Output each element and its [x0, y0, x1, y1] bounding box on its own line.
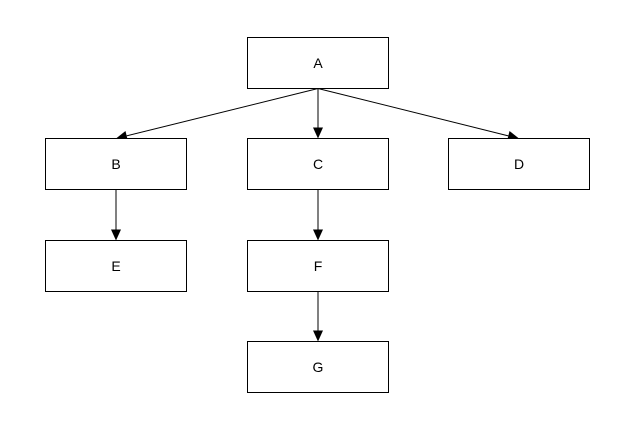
node-d-box [448, 138, 590, 190]
arrowhead-icon [313, 127, 323, 139]
edge-a-d [317, 88, 519, 141]
node-c-box [247, 138, 389, 190]
edge-a-b [116, 88, 319, 141]
node-d: D [448, 138, 590, 190]
node-c: C [247, 138, 389, 190]
edge-line [126, 88, 319, 137]
node-a: A [247, 37, 389, 89]
node-f-label: F [314, 258, 323, 274]
edges-layer [111, 88, 519, 342]
edge-f-g [313, 291, 323, 342]
node-g-label: G [313, 359, 324, 375]
node-d-label: D [514, 156, 524, 172]
node-e-label: E [111, 258, 120, 274]
arrowhead-icon [313, 229, 323, 241]
node-a-box [247, 37, 389, 89]
arrowhead-icon [313, 330, 323, 342]
node-g: G [247, 341, 389, 393]
node-e: E [45, 240, 187, 292]
node-b-label: B [111, 156, 120, 172]
edge-c-f [313, 189, 323, 241]
edge-b-e [111, 189, 121, 241]
edge-line [317, 88, 509, 137]
node-a-label: A [313, 55, 323, 71]
edge-a-c [313, 88, 323, 139]
arrowhead-icon [111, 229, 121, 241]
nodes-layer: A B C D E F G [45, 37, 590, 393]
node-b: B [45, 138, 187, 190]
node-c-label: C [313, 156, 323, 172]
node-b-box [45, 138, 187, 190]
node-g-box [247, 341, 389, 393]
node-f-box [247, 240, 389, 292]
node-f: F [247, 240, 389, 292]
node-e-box [45, 240, 187, 292]
